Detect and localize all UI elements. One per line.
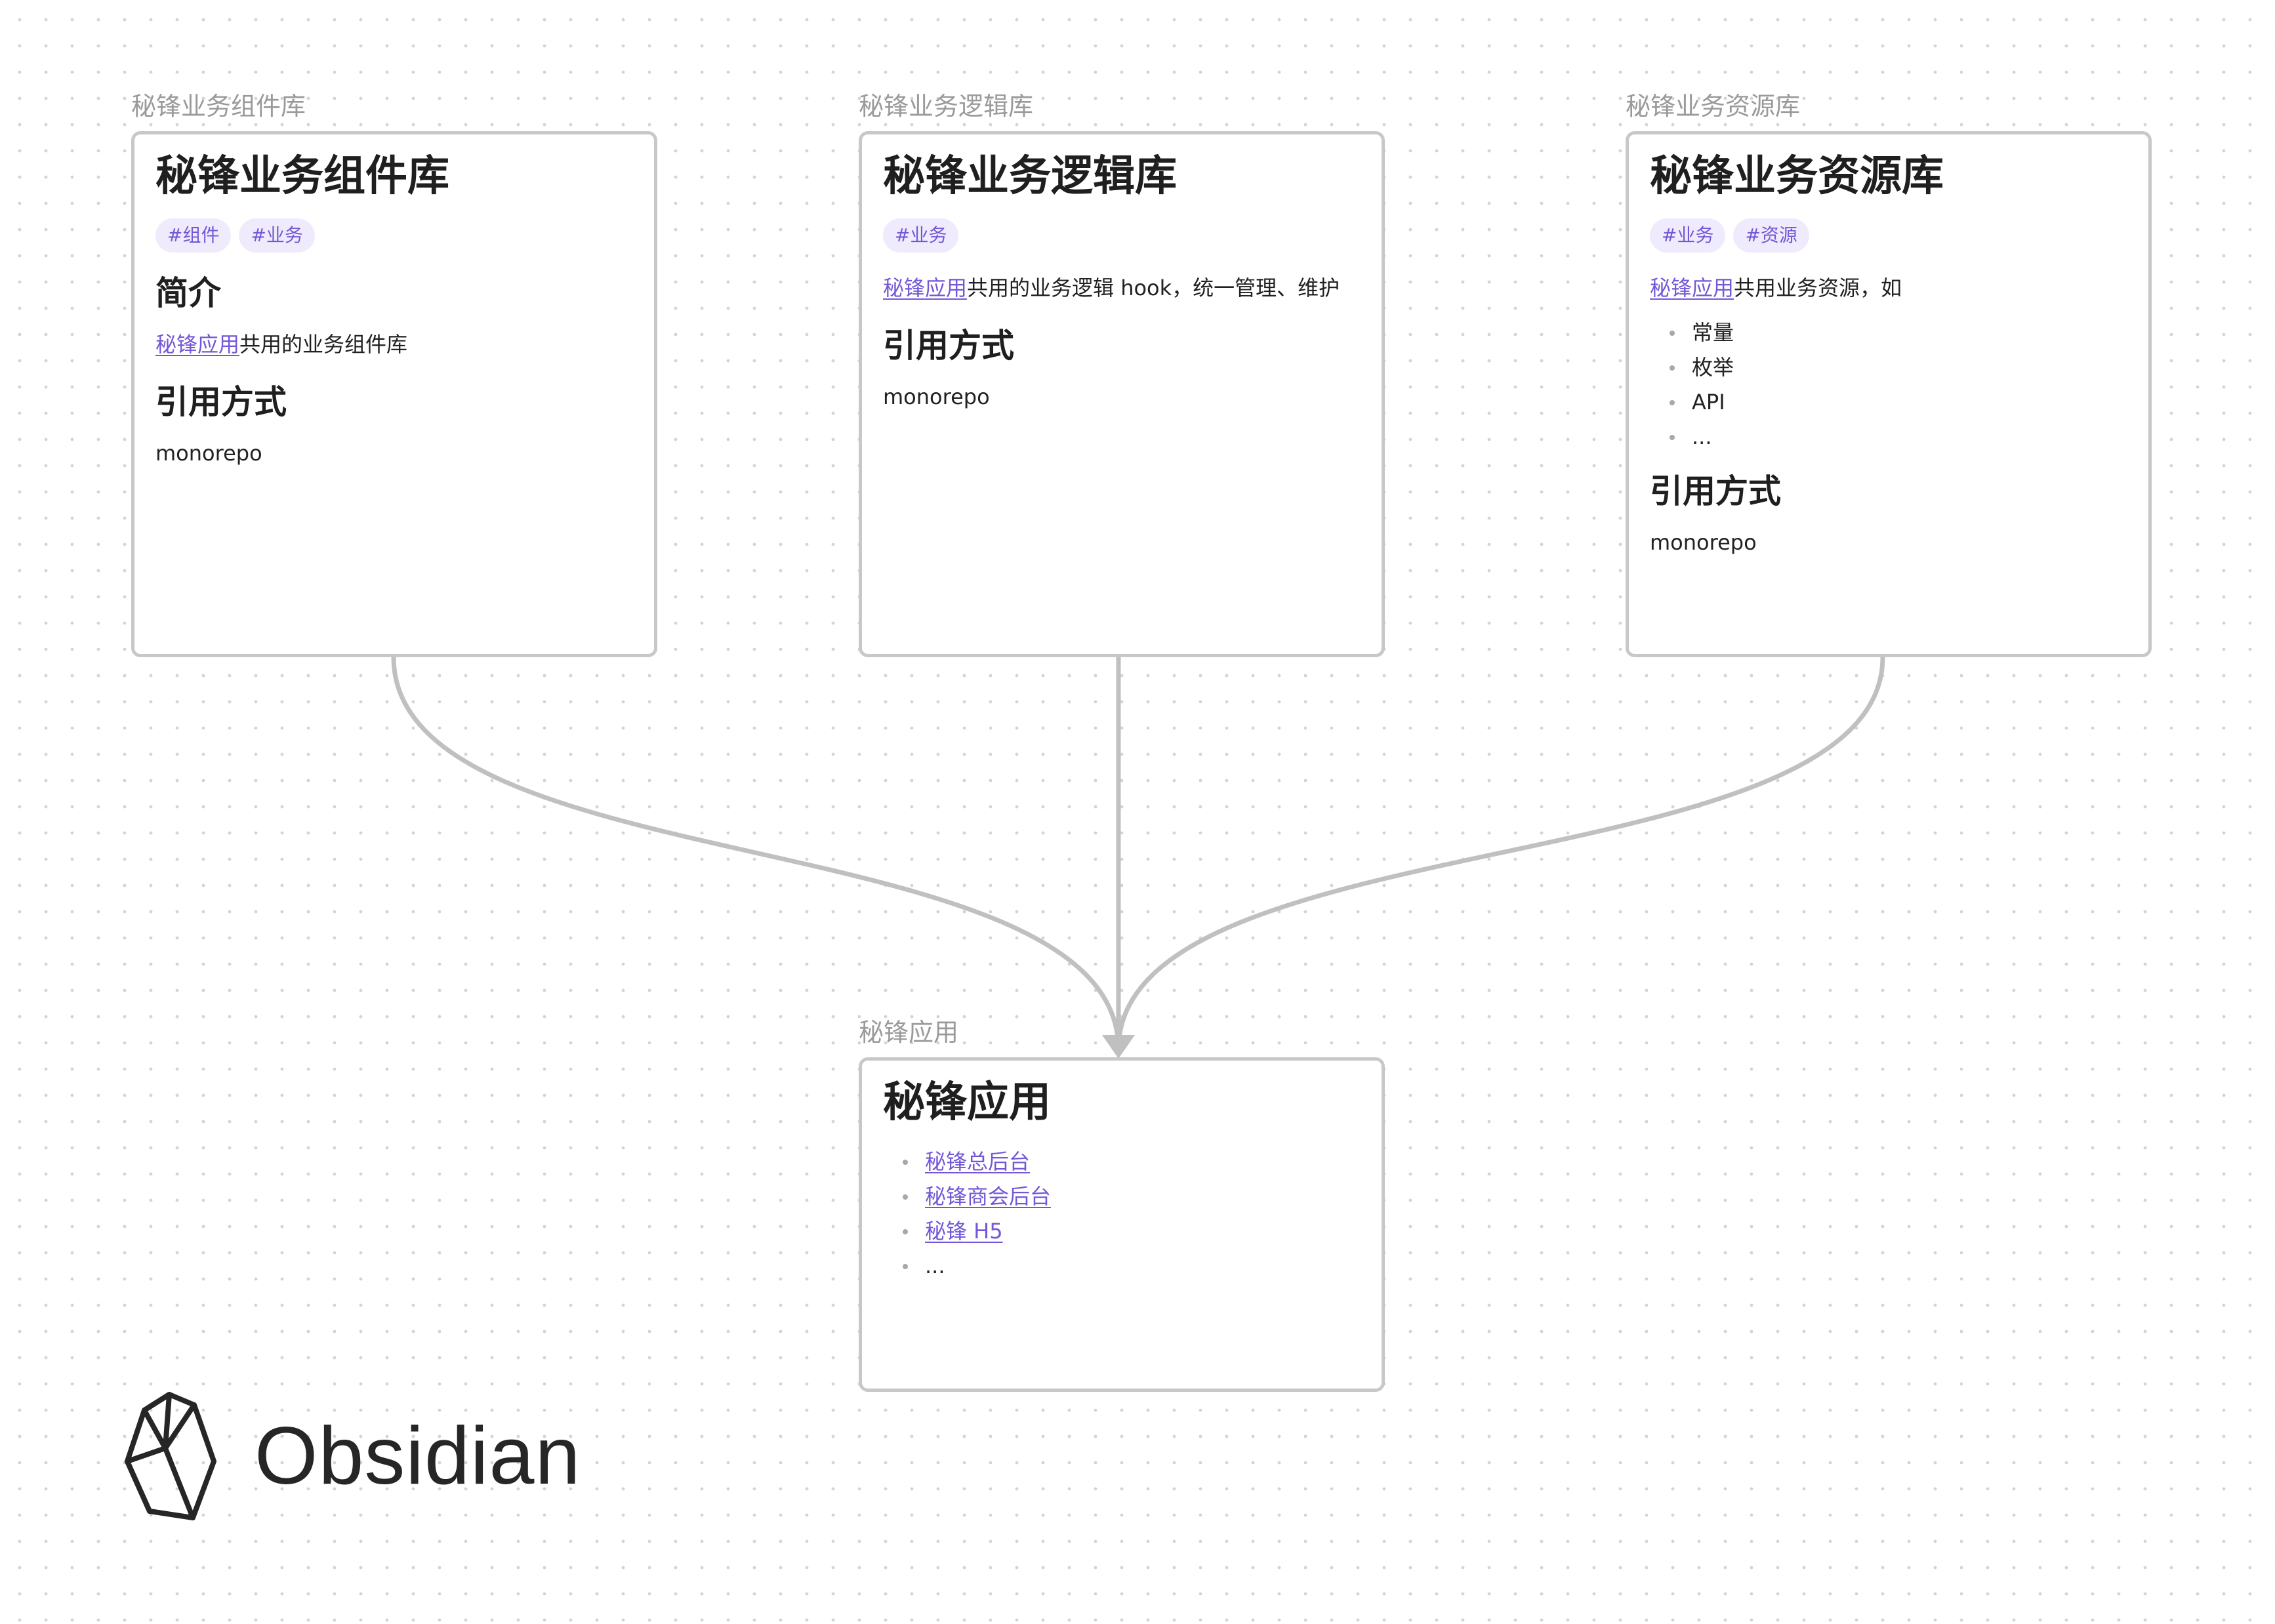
card-components-intro-heading: 简介 xyxy=(155,274,221,312)
card-resources-usage-heading: 引用方式 xyxy=(1650,472,1781,511)
tag-business[interactable]: #业务 xyxy=(883,218,959,253)
card-components-description: 秘锋应用共用的业务组件库 xyxy=(155,330,633,359)
description-text: 共用业务资源，如 xyxy=(1734,275,1902,300)
list-item: API xyxy=(1670,385,2127,420)
node-label-app: 秘锋应用 xyxy=(859,1018,959,1047)
description-text: 共用的业务组件库 xyxy=(239,331,408,357)
card-components-title: 秘锋业务组件库 xyxy=(155,152,449,201)
edge-resources-to-app[interactable] xyxy=(1116,655,1885,1052)
list-item: 常量 xyxy=(1670,315,2127,350)
list-item: ... xyxy=(903,1249,1361,1284)
app-admin-link[interactable]: 秘锋总后台 xyxy=(925,1148,1031,1174)
tag-business[interactable]: #业务 xyxy=(239,218,315,253)
card-logic-tags: #业务 xyxy=(883,218,1361,253)
brand-name: Obsidian xyxy=(255,1411,581,1501)
obsidian-logo-icon xyxy=(125,1392,216,1520)
card-app-title: 秘锋应用 xyxy=(883,1078,1051,1127)
card-logic-description: 秘锋应用共用的业务逻辑 hook，统一管理、维护 xyxy=(883,274,1361,303)
chamber-admin-link[interactable]: 秘锋商会后台 xyxy=(925,1183,1052,1209)
list-item: 秘锋商会后台 xyxy=(903,1179,1361,1214)
card-components[interactable]: 秘锋业务组件库 #组件 #业务 简介 秘锋应用共用的业务组件库 引用方式 mon… xyxy=(131,131,657,657)
list-item: ... xyxy=(1670,420,2127,455)
node-label-resources: 秘锋业务资源库 xyxy=(1626,92,1801,121)
app-link[interactable]: 秘锋应用 xyxy=(155,331,240,357)
app-link[interactable]: 秘锋应用 xyxy=(883,275,968,300)
card-resources-usage-text: monorepo xyxy=(1650,530,1757,556)
card-app[interactable]: 秘锋应用 秘锋总后台 秘锋商会后台 秘锋 H5 ... xyxy=(859,1057,1385,1392)
card-resources-tags: #业务 #资源 xyxy=(1650,218,2127,253)
obsidian-brand: Obsidian xyxy=(125,1391,581,1522)
list-item: 秘锋 H5 xyxy=(903,1214,1361,1249)
card-resources[interactable]: 秘锋业务资源库 #业务 #资源 秘锋应用共用业务资源，如 常量 枚举 API .… xyxy=(1626,131,2152,657)
tag-resource[interactable]: #资源 xyxy=(1733,218,1809,253)
card-resources-title: 秘锋业务资源库 xyxy=(1650,152,1944,201)
app-link[interactable]: 秘锋应用 xyxy=(1650,275,1734,300)
edge-components-to-app[interactable] xyxy=(391,655,1121,1052)
card-resources-description: 秘锋应用共用业务资源，如 xyxy=(1650,274,2127,303)
card-components-usage-text: monorepo xyxy=(155,441,262,466)
node-label-components: 秘锋业务组件库 xyxy=(131,92,306,121)
card-components-usage-heading: 引用方式 xyxy=(155,383,287,422)
tag-business[interactable]: #业务 xyxy=(1650,218,1726,253)
card-logic-usage-text: monorepo xyxy=(883,384,990,410)
card-components-tags: #组件 #业务 xyxy=(155,218,633,253)
node-label-logic: 秘锋业务逻辑库 xyxy=(859,92,1034,121)
tag-component[interactable]: #组件 xyxy=(155,218,232,253)
list-item: 枚举 xyxy=(1670,350,2127,385)
card-resources-list: 常量 枚举 API ... xyxy=(1650,315,2127,455)
card-logic-title: 秘锋业务逻辑库 xyxy=(883,152,1177,201)
description-text: 共用的业务逻辑 hook，统一管理、维护 xyxy=(967,275,1340,300)
h5-link[interactable]: 秘锋 H5 xyxy=(925,1218,1003,1244)
card-logic[interactable]: 秘锋业务逻辑库 #业务 秘锋应用共用的业务逻辑 hook，统一管理、维护 引用方… xyxy=(859,131,1385,657)
card-logic-usage-heading: 引用方式 xyxy=(883,327,1014,365)
edge-arrowhead xyxy=(1102,1035,1135,1059)
list-item: 秘锋总后台 xyxy=(903,1145,1361,1179)
card-app-list: 秘锋总后台 秘锋商会后台 秘锋 H5 ... xyxy=(883,1145,1361,1284)
